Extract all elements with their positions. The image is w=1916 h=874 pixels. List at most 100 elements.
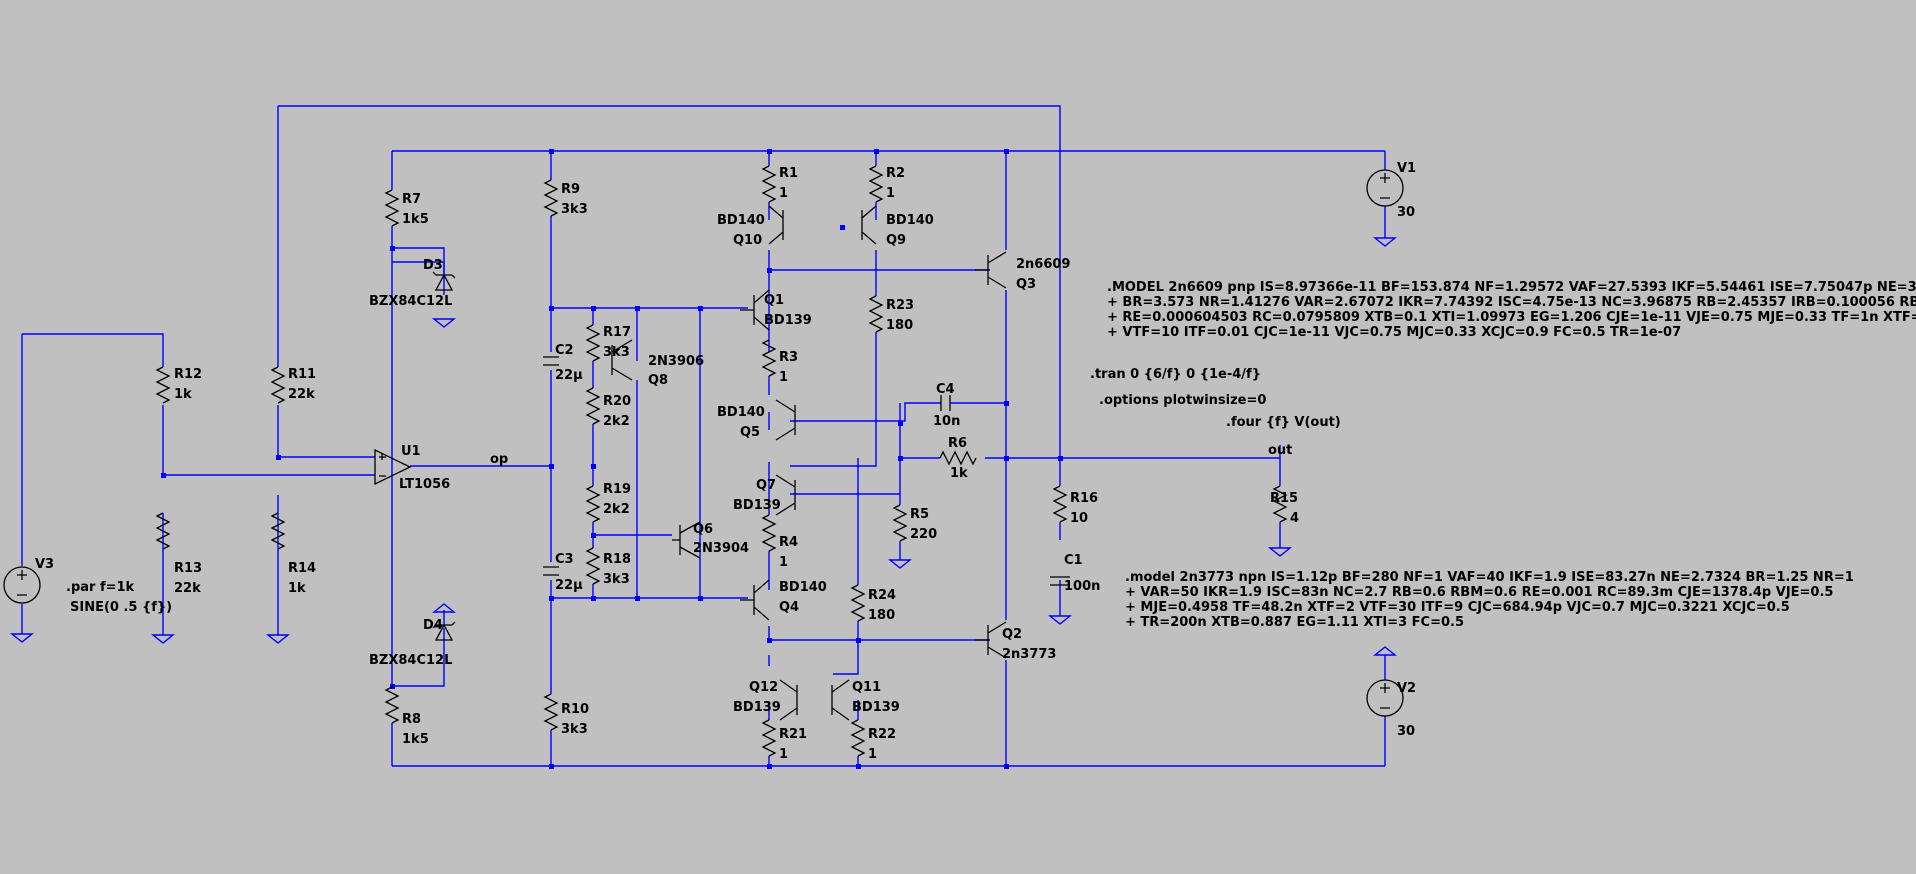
label-q5-value: BD140 — [717, 405, 765, 420]
label-r1-name: R1 — [779, 166, 798, 181]
label-q12-name: Q12 — [749, 680, 778, 695]
label-r6-value: 1k — [950, 466, 968, 481]
label-r9-name: R9 — [561, 182, 580, 197]
label-q10-value: BD140 — [717, 213, 765, 228]
label-c4-name: C4 — [936, 382, 955, 397]
label-r10-name: R10 — [561, 702, 589, 717]
label-r23-value: 180 — [886, 318, 913, 333]
zener-symbols — [392, 261, 456, 641]
component-labels: R1 1 R2 1 R7 1k5 R9 3k3 D3 BZX84C12L Q10… — [35, 161, 1416, 762]
label-r2-name: R2 — [886, 166, 905, 181]
label-r18-value: 3k3 — [603, 572, 630, 587]
label-v2-name: V2 — [1397, 681, 1416, 696]
directive-tran: .tran 0 {6/f} 0 {1e-4/f} — [1090, 367, 1261, 382]
label-r4-value: 1 — [779, 555, 788, 570]
label-r20-value: 2k2 — [603, 414, 630, 429]
label-r22-value: 1 — [868, 747, 877, 762]
label-q3-value: 2n6609 — [1016, 257, 1070, 272]
label-q4-value: BD140 — [779, 580, 827, 595]
label-r17-name: R17 — [603, 325, 631, 340]
model-2n3773-line-4: + TR=200n XTB=0.887 EG=1.11 XTI=3 FC=0.5 — [1125, 615, 1464, 630]
label-c4-value: 10n — [933, 414, 960, 429]
directive-four: .four {f} V(out) — [1226, 415, 1341, 430]
label-r20-name: R20 — [603, 394, 631, 409]
model-2n6609-line-2: + BR=3.573 NR=1.41276 VAR=2.67072 IKR=7.… — [1107, 295, 1916, 310]
label-r15-name: R15 — [1270, 491, 1298, 506]
label-r4-name: R4 — [779, 535, 798, 550]
label-u1-name: U1 — [401, 444, 421, 459]
label-r11-name: R11 — [288, 367, 316, 382]
label-q11-name: Q11 — [852, 680, 881, 695]
label-d3-name: D3 — [423, 258, 443, 273]
label-r16-name: R16 — [1070, 491, 1098, 506]
label-q2-value: 2n3773 — [1002, 647, 1056, 662]
label-v3-value: SINE(0 .5 {f}) — [70, 600, 172, 615]
label-u1-value: LT1056 — [399, 477, 450, 492]
label-r15-value: 4 — [1290, 511, 1299, 526]
label-q9-value: BD140 — [886, 213, 934, 228]
label-r10-value: 3k3 — [561, 722, 588, 737]
label-r3-name: R3 — [779, 350, 798, 365]
opamp-u1[interactable] — [374, 448, 412, 486]
label-q3-name: Q3 — [1016, 277, 1036, 292]
label-r21-name: R21 — [779, 727, 807, 742]
label-c1-value: 100n — [1064, 579, 1100, 594]
label-r13-name: R13 — [174, 561, 202, 576]
label-v1-value: 30 — [1397, 205, 1415, 220]
label-d4-value: BZX84C12L — [369, 653, 452, 668]
label-r5-name: R5 — [910, 507, 929, 522]
label-r5-value: 220 — [910, 527, 937, 542]
label-c3-value: 22µ — [555, 578, 583, 593]
model-2n6609-line-3: + RE=0.000604503 RC=0.0795809 XTB=0.1 XT… — [1107, 310, 1916, 325]
label-r12-value: 1k — [174, 387, 192, 402]
label-q2-name: Q2 — [1002, 627, 1022, 642]
label-r24-value: 180 — [868, 608, 895, 623]
directive-par: .par f=1k — [66, 580, 135, 595]
label-r7-name: R7 — [402, 192, 421, 207]
resistor-symbols — [155, 165, 1288, 757]
label-d4-name: D4 — [423, 618, 443, 633]
model-2n3773-line-2: + VAR=50 IKR=1.9 ISC=83n NC=2.7 RB=0.6 R… — [1125, 585, 1833, 600]
label-r14-name: R14 — [288, 561, 316, 576]
label-c2-name: C2 — [555, 343, 574, 358]
label-c2-value: 22µ — [555, 368, 583, 383]
label-r16-value: 10 — [1070, 511, 1088, 526]
label-r24-name: R24 — [868, 588, 896, 603]
label-r7-value: 1k5 — [402, 212, 429, 227]
transistor-symbols — [611, 205, 1007, 721]
label-r19-value: 2k2 — [603, 502, 630, 517]
label-r13-value: 22k — [174, 581, 201, 596]
label-q7-name: Q7 — [756, 478, 776, 493]
label-q7-value: BD139 — [733, 498, 781, 513]
label-r18-name: R18 — [603, 552, 631, 567]
label-r22-name: R22 — [868, 727, 896, 742]
model-2n3773-line-3: + MJE=0.4958 TF=48.2n XTF=2 VTF=30 ITF=9… — [1125, 600, 1790, 615]
label-q8-value: 2N3906 — [648, 354, 704, 369]
label-net-out: out — [1268, 443, 1292, 458]
spice-directives: .par f=1k .tran 0 {6/f} 0 {1e-4/f} .opti… — [66, 280, 1916, 630]
capacitor-symbols — [543, 356, 1070, 586]
label-q9-name: Q9 — [886, 233, 906, 248]
label-r1-value: 1 — [779, 186, 788, 201]
label-q5-name: Q5 — [740, 425, 760, 440]
label-r8-value: 1k5 — [402, 732, 429, 747]
label-q11-value: BD139 — [852, 700, 900, 715]
label-q6-value: 2N3904 — [693, 541, 749, 556]
wires — [21, 105, 1386, 767]
voltage-sources[interactable] — [3, 169, 1404, 717]
label-q1-name: Q1 — [764, 293, 784, 308]
label-q8-name: Q8 — [648, 373, 668, 388]
junctions — [161, 149, 1063, 769]
label-v2-value: 30 — [1397, 724, 1415, 739]
label-q6-name: Q6 — [693, 522, 713, 537]
label-r19-name: R19 — [603, 482, 631, 497]
label-r17-value: 3k3 — [603, 345, 630, 360]
label-v3-name: V3 — [35, 557, 54, 572]
label-c1-name: C1 — [1064, 553, 1083, 568]
label-r2-value: 1 — [886, 186, 895, 201]
label-net-op: op — [490, 452, 508, 467]
label-d3-value: BZX84C12L — [369, 294, 452, 309]
label-r12-name: R12 — [174, 367, 202, 382]
label-r14-value: 1k — [288, 581, 306, 596]
